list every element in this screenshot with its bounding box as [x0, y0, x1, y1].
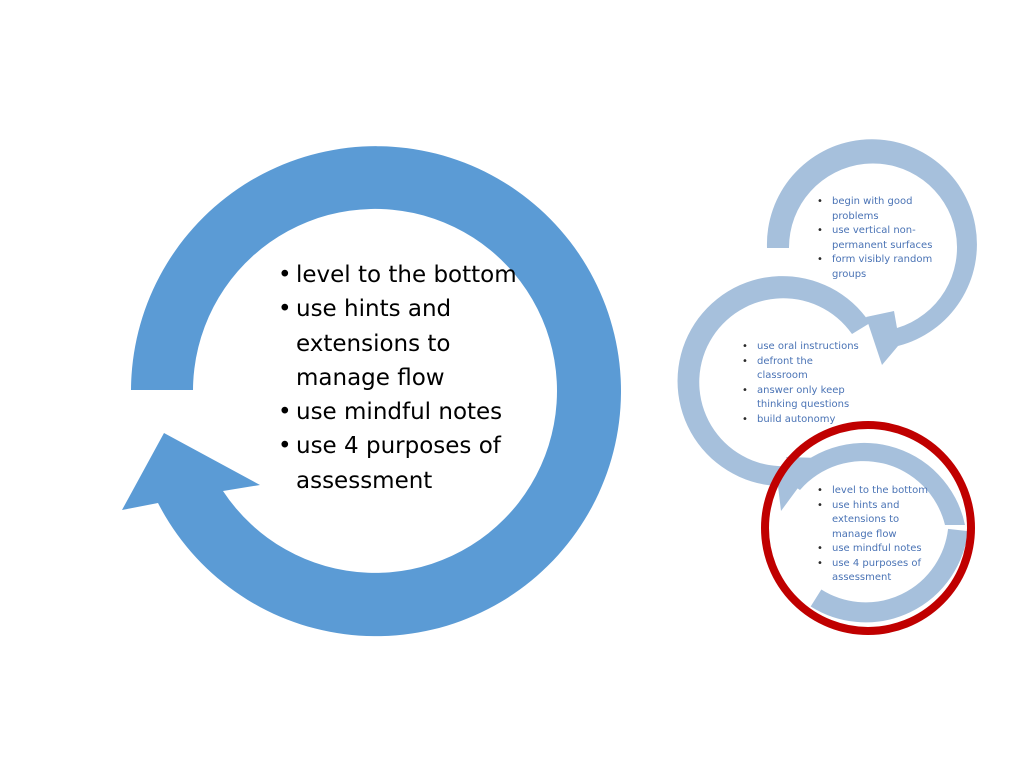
mini-stage-1-item: begin with good problems	[817, 195, 952, 224]
mini-cycle-arrow-1	[766, 139, 977, 365]
mini-stage-2-item: answer only keep thinking questions	[742, 384, 862, 413]
mini-stage-3-item: level to the bottom	[817, 484, 937, 499]
mini-cycle-arrow-3	[785, 442, 965, 525]
mini-stage-1-list: begin with good problems use vertical no…	[817, 195, 952, 282]
main-cycle-list: level to the bottom use hints and extens…	[272, 258, 522, 498]
mini-stage-3-item: use 4 purposes of assessment	[817, 557, 937, 586]
mini-stage-1-item: use vertical non-permanent surfaces	[817, 224, 952, 253]
mini-stage-2-item: use oral instructions	[742, 340, 862, 355]
mini-stage-2-item: build autonomy	[742, 413, 862, 428]
main-cycle-item: use mindful notes	[272, 395, 522, 430]
mini-stage-3-item: use mindful notes	[817, 542, 937, 557]
mini-stage-2-list: use oral instructions defront the classr…	[742, 340, 862, 427]
mini-stage-2-item: defront the classroom	[742, 355, 862, 384]
mini-cycle-arrow-2	[677, 276, 870, 511]
main-cycle-item: level to the bottom	[272, 258, 522, 293]
mini-stage-1-item: form visibly random groups	[817, 253, 952, 282]
mini-cycle-arrow-3-arc	[810, 528, 968, 623]
mini-stage-3-item: use hints and extensions to manage flow	[817, 499, 937, 543]
highlight-ring	[761, 421, 975, 635]
main-cycle-item: use hints and extensions to manage flow	[272, 292, 522, 395]
mini-stage-3-list: level to the bottom use hints and extens…	[817, 484, 937, 586]
main-cycle-item: use 4 purposes of assessment	[272, 429, 522, 498]
